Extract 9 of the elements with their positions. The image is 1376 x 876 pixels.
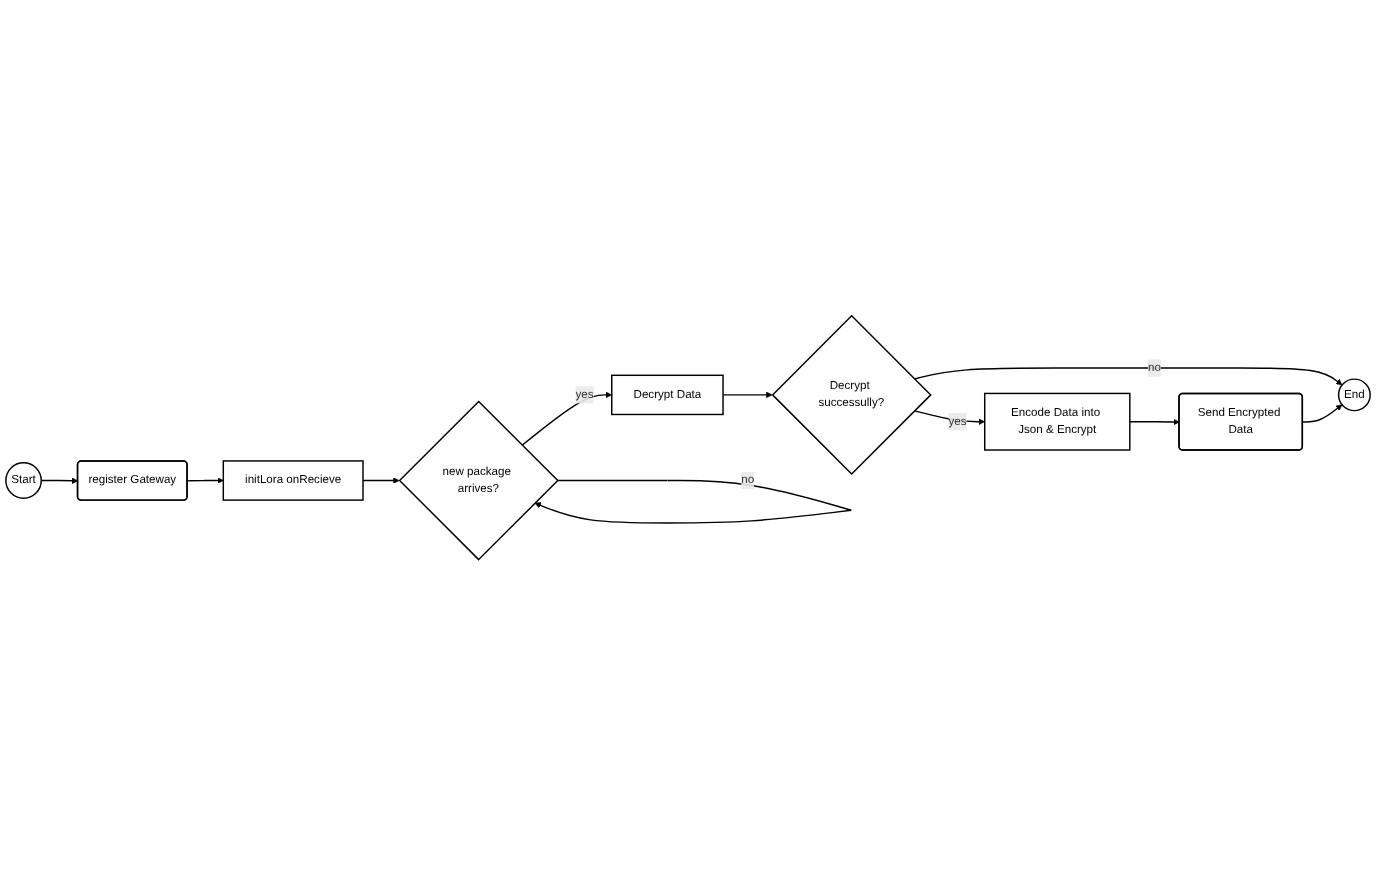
arrow <box>40 477 79 485</box>
arrow <box>722 391 773 399</box>
arrow <box>534 480 852 524</box>
arrow <box>1301 404 1343 424</box>
arrow <box>521 391 613 447</box>
arrow <box>186 477 224 484</box>
arrow <box>1129 419 1180 426</box>
arrow <box>913 367 1343 386</box>
arrow <box>362 477 400 484</box>
